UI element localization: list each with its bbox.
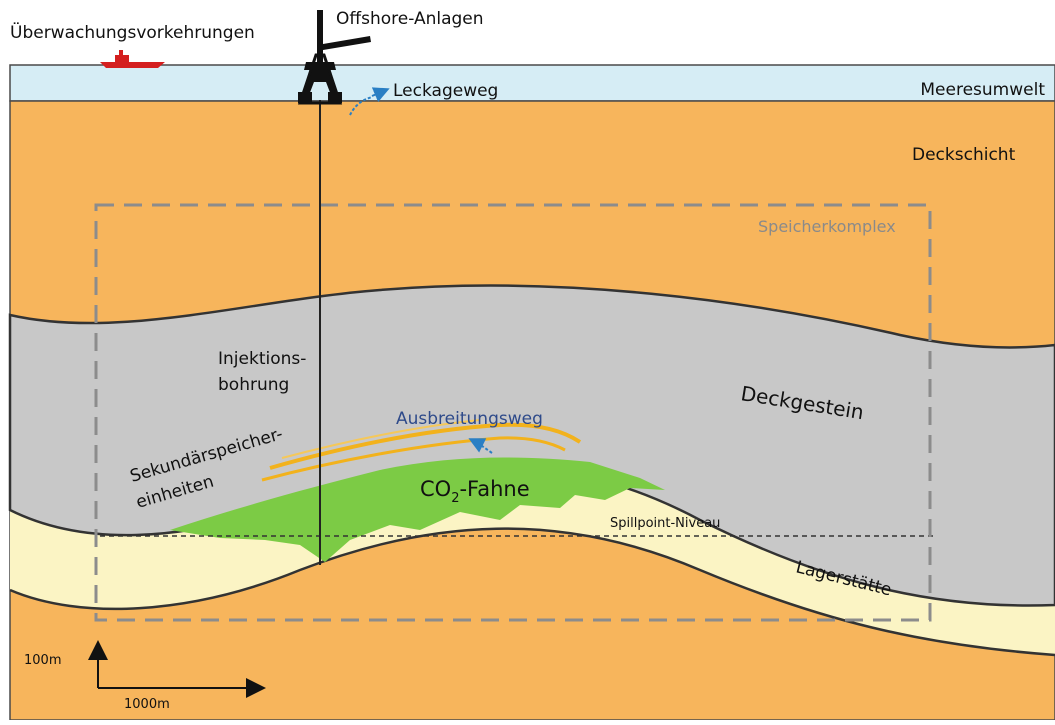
co2-plume-label: CO2-Fahne (420, 477, 530, 506)
monitoring-label: Überwachungsvorkehrungen (10, 21, 255, 43)
storage-complex-label: Speicherkomplex (758, 217, 896, 236)
leakage-arrow-icon (371, 87, 390, 103)
injection-label-line1: Injektions- (218, 349, 306, 369)
secondary-storage-stripe (261, 436, 566, 482)
scale-vertical-label: 100m (24, 653, 61, 668)
offshore-label: Offshore-Anlagen (336, 9, 484, 29)
offshore-platform-icon (297, 10, 371, 105)
leakage-label: Leckageweg (393, 81, 498, 101)
ship-icon (100, 50, 165, 68)
scale-horizontal-label: 1000m (124, 697, 170, 712)
sea-layer (9, 64, 1055, 102)
overburden-label: Deckschicht (912, 145, 1016, 165)
scale-bar (88, 640, 266, 698)
reservoir-base-line (9, 527, 1055, 657)
storage-complex-boundary (94, 203, 932, 622)
migration-label: Ausbreitungsweg (396, 409, 543, 429)
secondary-storage-stripe (269, 422, 582, 470)
leakage-path (349, 96, 373, 116)
injection-label-line2: bohrung (218, 375, 289, 395)
secondary-storage-stripe (281, 419, 481, 459)
spillpoint-label: Spillpoint-Niveau (610, 516, 720, 531)
migration-arrow-icon (468, 438, 493, 454)
marine-label: Meeresumwelt (920, 80, 1045, 100)
